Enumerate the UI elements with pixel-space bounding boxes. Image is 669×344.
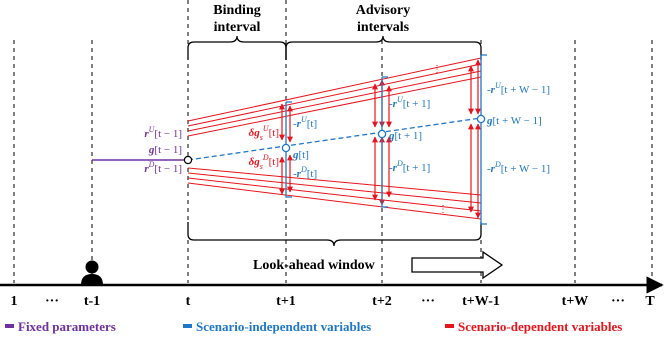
node-t+1 (281, 143, 291, 153)
t1-rd-label: -rD[t] (293, 165, 317, 180)
delta-gu-label: δgsU[t] (249, 124, 279, 142)
tw-ru-label: -rU[t + W − 1] (487, 81, 550, 96)
tick-t: t (186, 294, 191, 309)
t1-ru-label: -rU[t] (293, 115, 317, 130)
lookahead-arrow-icon (411, 250, 504, 280)
lookahead-bracket (187, 222, 482, 247)
fixed-rd-label: rD[t − 1] (144, 160, 182, 175)
lookahead-label: Look-ahead window (253, 258, 376, 273)
independent-brackets (285, 54, 487, 225)
t2-ru-label: -rU[t + 1] (389, 95, 430, 110)
independent-labels: -rU[t] g[t] -rD[t] -rU[t + 1] g[t + 1] -… (292, 81, 550, 180)
fixed-labels: rU[t − 1] g[t − 1] rD[t − 1] (144, 125, 182, 175)
delta-gd-label: δgsD[t] (249, 153, 279, 171)
legend-independent-label: Scenario-independent variables (196, 319, 371, 334)
tick-t+2: t+2 (372, 294, 392, 309)
scenario-dependent-fan (187, 57, 482, 220)
fixed-g-label: g[t − 1] (148, 144, 182, 156)
advisory-label-line1: Advisory (356, 3, 410, 18)
tick-t+1: t+1 (276, 294, 296, 309)
node-t+w-1 (476, 114, 486, 124)
node-t+2 (377, 129, 387, 139)
t2-rd-label: -rD[t + 1] (389, 159, 430, 174)
svg-text:⋮: ⋮ (438, 204, 448, 215)
delta-labels: δgsU[t] δgsD[t] (249, 124, 279, 171)
legend-fixed-label: Fixed parameters (18, 319, 116, 334)
tick-ellipsis-3: ··· (611, 294, 625, 309)
tick-1: 1 (11, 294, 18, 309)
binding-bracket (187, 35, 287, 60)
legend-dependent-label: Scenario-dependent variables (458, 319, 622, 334)
binding-label-line2: interval (214, 20, 261, 35)
t1-g-label: g[t] (292, 149, 309, 161)
tick-t-1: t-1 (84, 294, 100, 309)
legend-fixed-swatch (5, 324, 14, 328)
legend-independent-swatch (183, 324, 192, 328)
tick-ellipsis-2: ··· (421, 294, 435, 309)
node-t (183, 155, 193, 165)
tick-labels: 1 ··· t-1 t t+1 t+2 ··· t+W-1 t+W ··· T (11, 294, 656, 309)
tick-t+w-1: t+W-1 (462, 294, 500, 309)
legend-dependent-swatch (445, 324, 454, 328)
reserve-arrows (279, 59, 481, 219)
tick-t+w: t+W (562, 294, 589, 309)
current-time-person-icon (81, 260, 103, 285)
tick-ellipsis-1: ··· (45, 294, 59, 309)
tw-rd-label: -rD[t + W − 1] (487, 160, 550, 175)
svg-text:⋮: ⋮ (432, 64, 442, 75)
scheduled-dispatch-trajectory (187, 117, 482, 161)
advisory-label-line2: intervals (357, 20, 410, 35)
binding-label-line1: Binding (213, 3, 260, 18)
tick-T: T (645, 294, 655, 309)
fixed-ru-label: rU[t − 1] (144, 125, 182, 140)
t2-g-label: g[t + 1] (388, 130, 422, 142)
scenario-dependent-dots: ⋮ ⋮ (432, 64, 448, 215)
tw-g-label: g[t + W − 1] (486, 115, 542, 127)
legend: Fixed parameters Scenario-independent va… (5, 319, 622, 334)
advisory-bracket (285, 35, 482, 60)
